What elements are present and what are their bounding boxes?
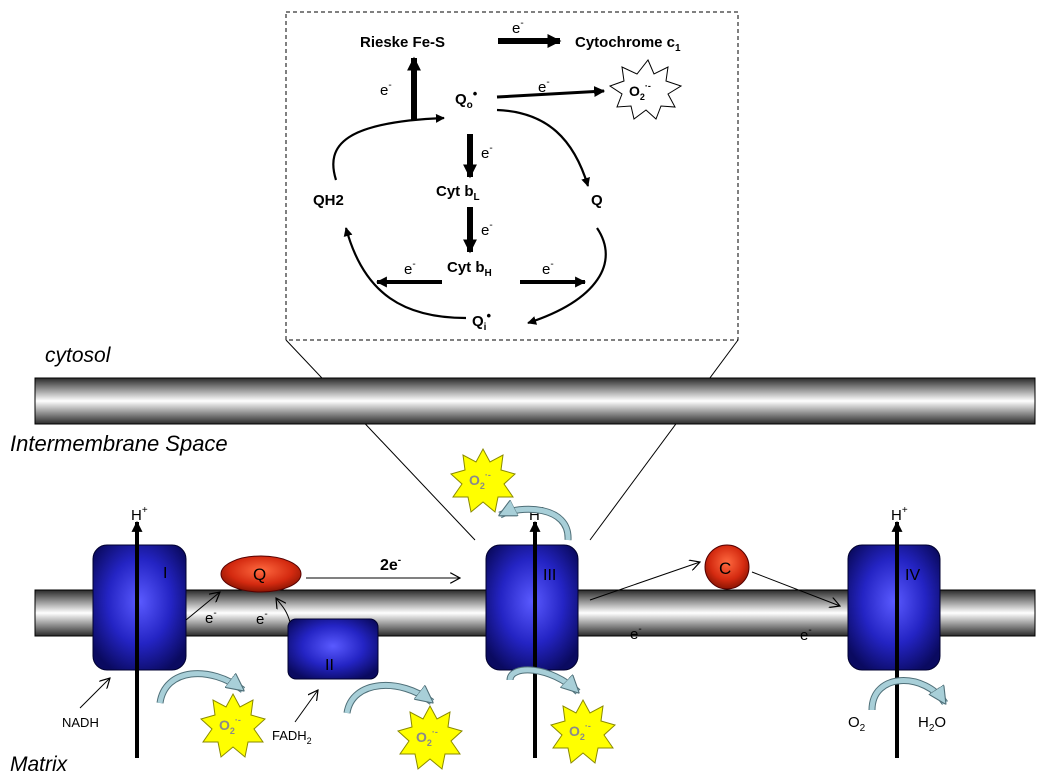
complex-i (92, 544, 187, 671)
complex-iii-top-curve-arrow (500, 509, 571, 541)
e-label-complex-i: e- (205, 608, 217, 627)
qi-label: Qi• (472, 308, 491, 333)
zoom-line-left (285, 339, 476, 541)
complex-ii-curve-arrow (344, 682, 432, 714)
e-label-complex-iii: e- (630, 624, 642, 643)
complex-i-proton-label: H+ (131, 505, 148, 524)
c-carrier-label: C (719, 559, 731, 578)
qh2-label: QH2 (313, 192, 344, 209)
o2-label: O2 (848, 714, 866, 734)
complex-ii-to-q-arrow (276, 598, 291, 623)
c-carrier (704, 544, 750, 590)
e-label-cytbh-right: e- (542, 259, 554, 278)
svg-text:O2·-: O2·- (416, 727, 438, 748)
cyt-bh-label: Cyt bH (447, 259, 492, 279)
inset-superoxide-burst (608, 59, 683, 120)
e-label-rieske-cytc1: e- (512, 18, 524, 37)
cytosol-label: cytosol (45, 344, 112, 367)
superoxide-burst-complex-i: O2·- (200, 693, 266, 758)
c-to-complex-iv-arrow (751, 571, 840, 606)
e-label-qo-rieske: e- (380, 80, 392, 99)
cyt-bl-label: Cyt bL (436, 183, 480, 203)
qi-to-qh2-curve (343, 227, 467, 320)
inset-superoxide-label: O2·- (629, 81, 651, 102)
complex-iii (485, 544, 579, 671)
e-label-qo-cytbl: e- (481, 143, 493, 162)
inset-box (285, 11, 739, 341)
two-e-label: 2e- (380, 555, 401, 574)
matrix-label: Matrix (10, 753, 69, 776)
q-to-qi-curve (527, 227, 607, 325)
complex-i-to-q-arrow (185, 592, 220, 621)
nadh-arrow (79, 678, 110, 709)
complex-iv-proton-label: H+ (891, 505, 908, 524)
q-inset-label: Q (591, 192, 603, 209)
fadh2-label: FADH2 (272, 728, 312, 746)
zoom-line-right (589, 339, 739, 541)
q-carrier-label: Q (253, 565, 266, 584)
complex-iv (847, 544, 941, 671)
superoxide-burst-complex-iii-top: O2·- (450, 448, 516, 513)
qo-to-q-curve (496, 108, 590, 187)
superoxide-burst-complex-iii-bottom: O2·- (550, 699, 616, 764)
rieske-label: Rieske Fe-S (360, 34, 445, 51)
complex-ii (287, 618, 379, 680)
e-label-c: e- (800, 625, 812, 644)
complex-iii-label: III (543, 567, 556, 584)
complex-ii-label: II (325, 657, 334, 674)
fadh2-arrow (294, 690, 318, 723)
complex-iii-to-c-arrow (589, 562, 700, 601)
e-label-cytbl-cytbh: e- (481, 220, 493, 239)
svg-text:O2·-: O2·- (469, 470, 491, 491)
complex-iii-bottom-curve-arrow (507, 667, 578, 692)
h2o-label: H2O (918, 714, 946, 734)
complex-i-label: I (163, 565, 167, 582)
complex-iv-label: IV (905, 567, 920, 584)
svg-text:O2·-: O2·- (219, 715, 241, 736)
qh2-to-qo-curve (332, 113, 445, 181)
e-label-complex-ii: e- (256, 609, 268, 628)
nadh-label: NADH (62, 715, 99, 730)
complex-i-curve-arrow (157, 671, 243, 704)
e-label-cytbh-left: e- (404, 259, 416, 278)
q-carrier (220, 555, 302, 593)
qo-label: Qo• (455, 86, 478, 111)
outer-membrane (34, 377, 1036, 425)
intermembrane-label: Intermembrane Space (10, 431, 228, 456)
svg-text:O2·-: O2·- (569, 721, 591, 742)
superoxide-burst-complex-ii: O2·- (397, 705, 463, 770)
complex-iv-curve-arrow (869, 678, 948, 711)
qo-to-superoxide-arrow (496, 86, 606, 99)
cytochrome-c1-label: Cytochrome c1 (575, 34, 681, 54)
e-label-qo-o2: e- (538, 77, 550, 96)
